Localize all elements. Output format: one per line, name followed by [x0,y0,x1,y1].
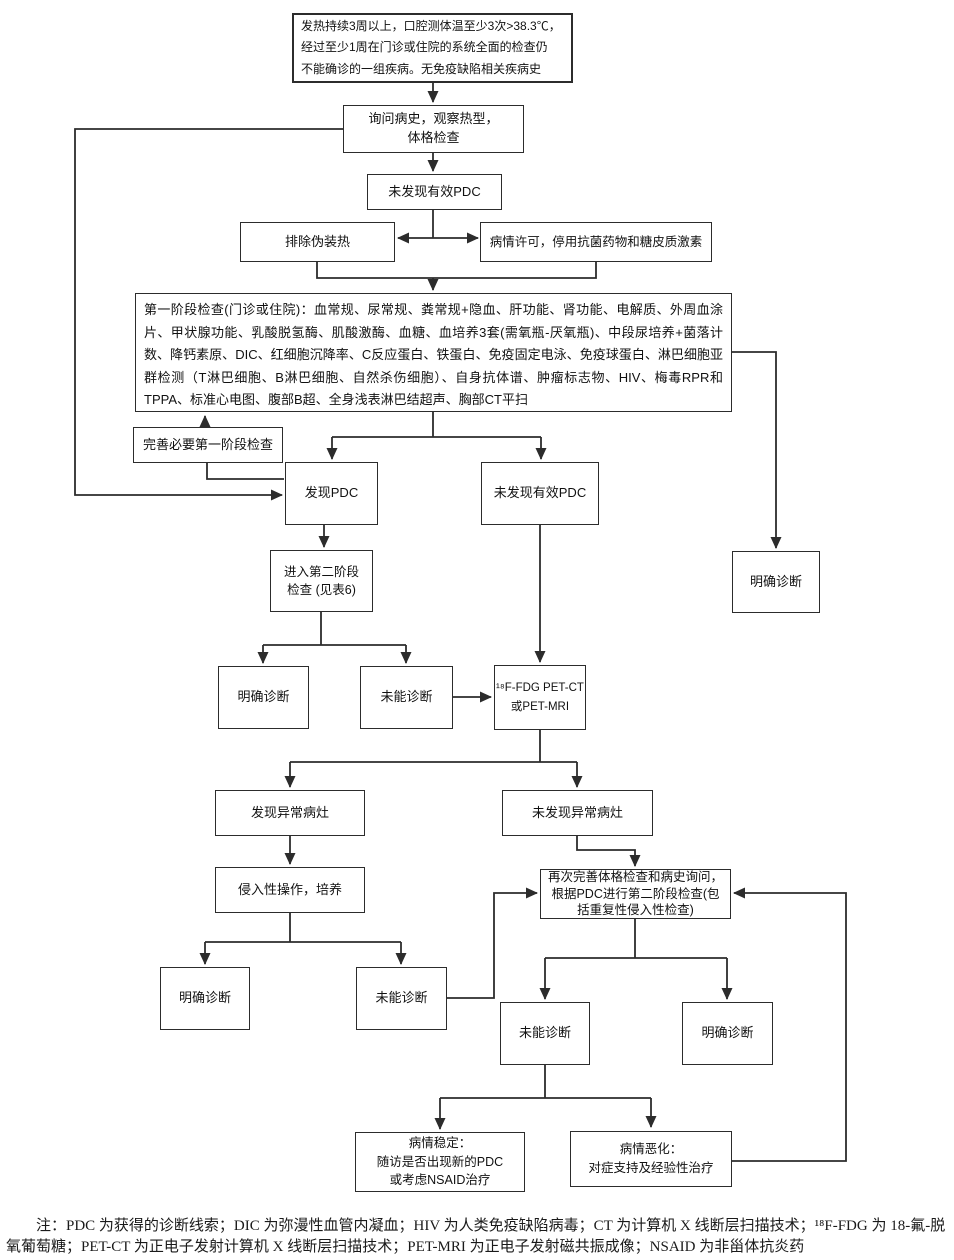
node-invasive-procedure-culture: 侵入性操作，培养 [215,867,365,913]
node-diagnosis-confirmed-b: 明确诊断 [160,967,250,1030]
node-fever-definition: 发热持续3周以上，口腔测体温至少3次>38.3℃， 经过至少1周在门诊或住院的系… [292,13,573,83]
node-stage2-examination: 进入第二阶段 检查 (见表6) [270,550,373,612]
node-stage1-examinations: 第一阶段检查(门诊或住院)：血常规、尿常规、粪常规+隐血、肝功能、肾功能、电解质… [135,293,732,412]
node-exclude-factitious-fever: 排除伪装热 [240,222,395,262]
node-undiagnosed-c: 未能诊断 [500,1002,590,1065]
node-undiagnosed-a: 未能诊断 [360,666,453,729]
node-complete-stage1: 完善必要第一阶段检查 [133,427,283,463]
node-found-pdc: 发现PDC [285,462,378,525]
node-diagnosis-confirmed-c: 明确诊断 [682,1002,773,1065]
node-condition-stable: 病情稳定： 随访是否出现新的PDC 或考虑NSAID治疗 [355,1132,525,1192]
node-no-effective-pdc-1: 未发现有效PDC [367,174,502,210]
node-diagnosis-confirmed-a: 明确诊断 [218,666,309,729]
figure-footnote: 注：PDC 为获得的诊断线索；DIC 为弥漫性血管内凝血；HIV 为人类免疫缺陷… [6,1216,950,1257]
node-repeat-workup: 再次完善体格检查和病史询问， 根据PDC进行第二阶段检查(包 括重复性侵入性检查… [540,869,731,919]
footnote-line-1: 注：PDC 为获得的诊断线索；DIC 为弥漫性血管内凝血；HIV 为人类免疫缺陷… [36,1218,946,1234]
node-diagnosis-confirmed-right: 明确诊断 [732,551,820,613]
footnote-line-2: 氧葡萄糖；PET-CT 为正电子发射计算机 X 线断层扫描技术；PET-MRI … [6,1238,805,1255]
node-pet-ct-mri: ¹⁸F-FDG PET-CT 或PET-MRI [494,665,586,730]
node-stop-antibiotics-steroids: 病情许可，停用抗菌药物和糖皮质激素 [480,222,712,262]
node-no-effective-pdc-2: 未发现有效PDC [481,462,599,525]
node-abnormal-lesion-found: 发现异常病灶 [215,790,365,836]
node-no-abnormal-lesion: 未发现异常病灶 [502,790,653,836]
node-condition-worsening: 病情恶化： 对症支持及经验性治疗 [570,1131,732,1187]
node-history-exam: 询问病史，观察热型， 体格检查 [343,105,524,153]
node-undiagnosed-b: 未能诊断 [356,967,447,1030]
